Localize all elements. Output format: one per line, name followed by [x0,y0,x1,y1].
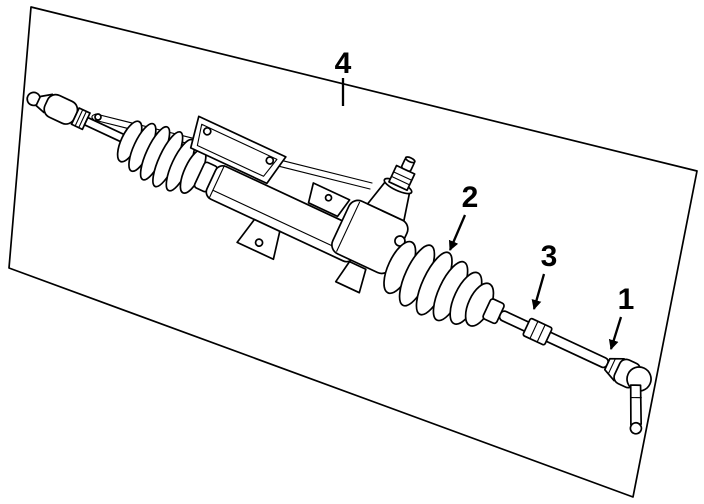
callout-label-3: 3 [541,240,558,273]
steering-gear-boot-right [383,240,505,327]
steering-gear-assembly [26,91,652,435]
valve-and-input-shaft [331,156,416,275]
callout-arrow-1 [608,316,623,350]
outer-tie-rod-end-left [26,91,129,145]
callout-arrow-2 [448,214,467,251]
steering-gear-boot-left [116,120,218,194]
outer-tie-rod-end-right [603,357,652,435]
inner-tie-rod [498,310,609,369]
callout-label-4: 4 [335,47,352,80]
callouts: 4 2 3 1 [335,47,635,350]
callout-label-2: 2 [462,181,479,214]
callout-label-1: 1 [618,283,635,316]
mounting-brackets [189,115,367,294]
callout-arrow-3 [531,273,546,310]
ball-stud [629,384,643,426]
diagram-border [8,6,698,498]
